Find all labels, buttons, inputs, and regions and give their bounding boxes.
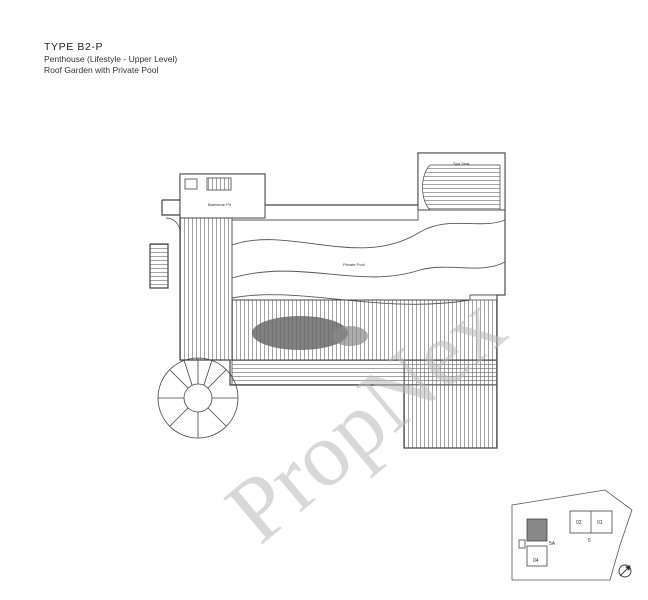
- key-unit-01: 01: [597, 520, 603, 526]
- planter-foliage-2: [332, 326, 368, 346]
- north-arrow-icon: [618, 564, 632, 578]
- key-block-5: 5: [588, 538, 591, 544]
- key-block-5a: 5A: [549, 541, 556, 547]
- lower-right-decking: [403, 359, 498, 449]
- left-decking: [179, 217, 233, 361]
- unit-type-title: TYPE B2-P: [44, 41, 104, 53]
- door-swing: [165, 217, 181, 233]
- key-plan: 04 5A 02 01 5: [511, 489, 633, 581]
- unit-feature: Roof Garden with Private Pool: [44, 65, 159, 75]
- barbecue-pit-label: Barbecue Pit: [208, 202, 232, 207]
- side-ledge: [149, 243, 169, 289]
- barbecue-pit-area: Barbecue Pit: [179, 173, 266, 219]
- spiral-staircase: [157, 357, 239, 439]
- spa-seat: Spa Seat: [417, 152, 506, 211]
- key-unit-02: 02: [576, 520, 582, 526]
- plan-header: TYPE B2-P Penthouse (Lifestyle - Upper L…: [44, 40, 177, 76]
- planter-foliage: [252, 316, 348, 350]
- key-unit-04: 04: [533, 558, 539, 564]
- pool-label: Private Pool: [343, 262, 365, 267]
- spa-seat-label: Spa Seat: [453, 161, 470, 166]
- unit-description: Penthouse (Lifestyle - Upper Level): [44, 54, 178, 64]
